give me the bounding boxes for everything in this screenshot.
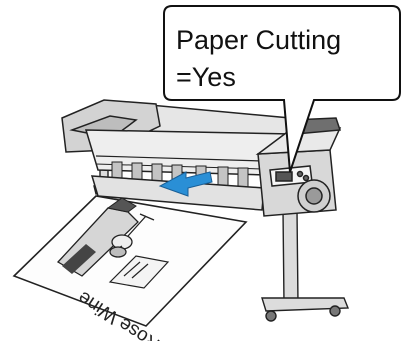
- printed-poster: Rose Wine: [14, 196, 246, 341]
- callout-text-line1: Paper Cutting: [176, 25, 341, 55]
- callout-text-line2: =Yes: [176, 62, 236, 92]
